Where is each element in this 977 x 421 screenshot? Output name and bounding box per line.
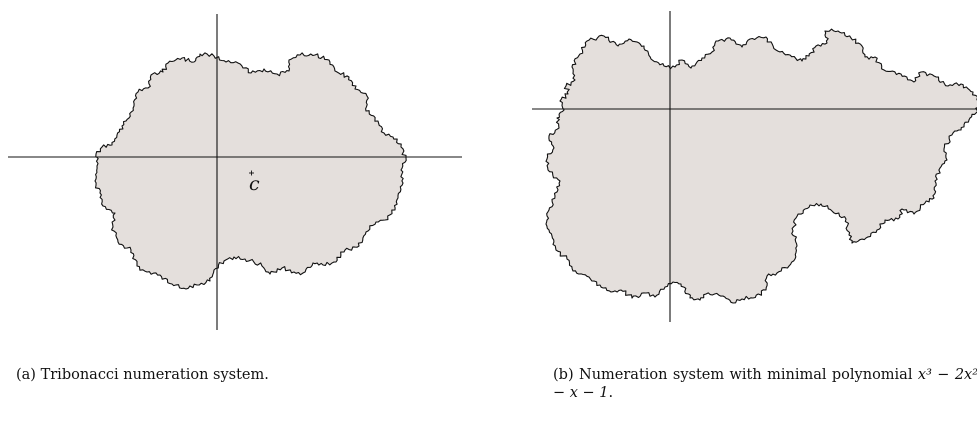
figure-panel-b: (b) Numeration system with minimal polyn… xyxy=(520,0,977,421)
figure-panel-a: c (a) Tribonacci numeration system. xyxy=(0,0,470,421)
caption-b-formula: x³ − 2x² − x − 1 xyxy=(553,367,977,401)
minimal-polynomial-fractal-figure xyxy=(532,11,977,322)
caption-a: (a) Tribonacci numeration system. xyxy=(16,366,456,384)
caption-b-text: Numeration system with minimal polynomia… xyxy=(579,367,913,383)
point-c-label: c xyxy=(249,173,260,195)
caption-b-period: . xyxy=(608,385,614,401)
minimal-polynomial-fractal-shape xyxy=(545,28,977,304)
caption-a-tag: (a) xyxy=(16,367,36,383)
caption-b-tag: (b) xyxy=(553,367,574,383)
caption-b: (b) Numeration system with minimal polyn… xyxy=(553,366,977,402)
tribonacci-fractal-shape xyxy=(94,52,407,290)
tribonacci-fractal-figure: c xyxy=(8,14,462,330)
caption-a-text: Tribonacci numeration system. xyxy=(40,367,269,383)
